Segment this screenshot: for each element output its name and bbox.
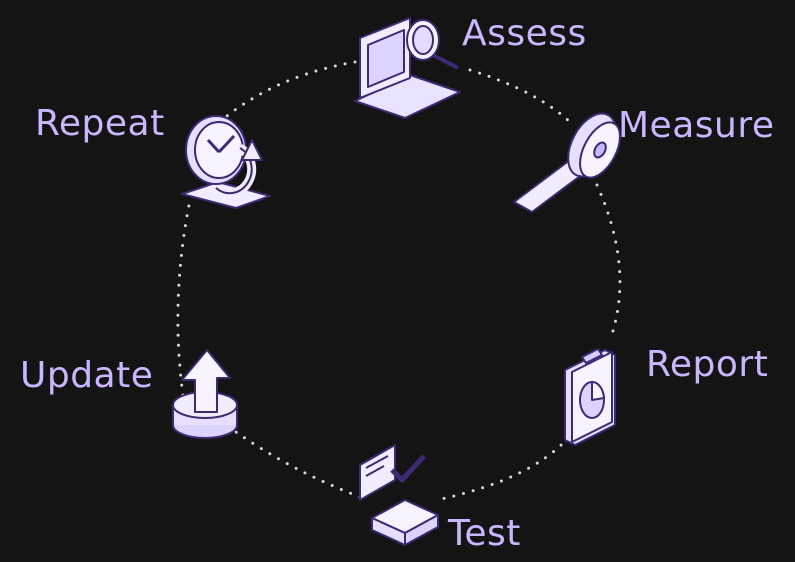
step-label-repeat: Repeat bbox=[35, 103, 165, 144]
step-label-report: Report bbox=[646, 344, 769, 385]
step-label-measure: Measure bbox=[618, 105, 775, 146]
step-label-test: Test bbox=[448, 513, 521, 554]
magnifier-screen-icon bbox=[354, 17, 461, 119]
step-label-assess: Assess bbox=[462, 13, 587, 54]
clipboard-chart-icon bbox=[564, 348, 616, 446]
upload-arrow-icon bbox=[172, 349, 238, 439]
checklist-device-icon bbox=[359, 444, 439, 546]
clock-cycle-icon bbox=[181, 115, 271, 209]
step-label-update: Update bbox=[20, 355, 154, 396]
cycle-connector-path bbox=[176, 60, 622, 502]
tape-measure-icon bbox=[513, 112, 621, 213]
